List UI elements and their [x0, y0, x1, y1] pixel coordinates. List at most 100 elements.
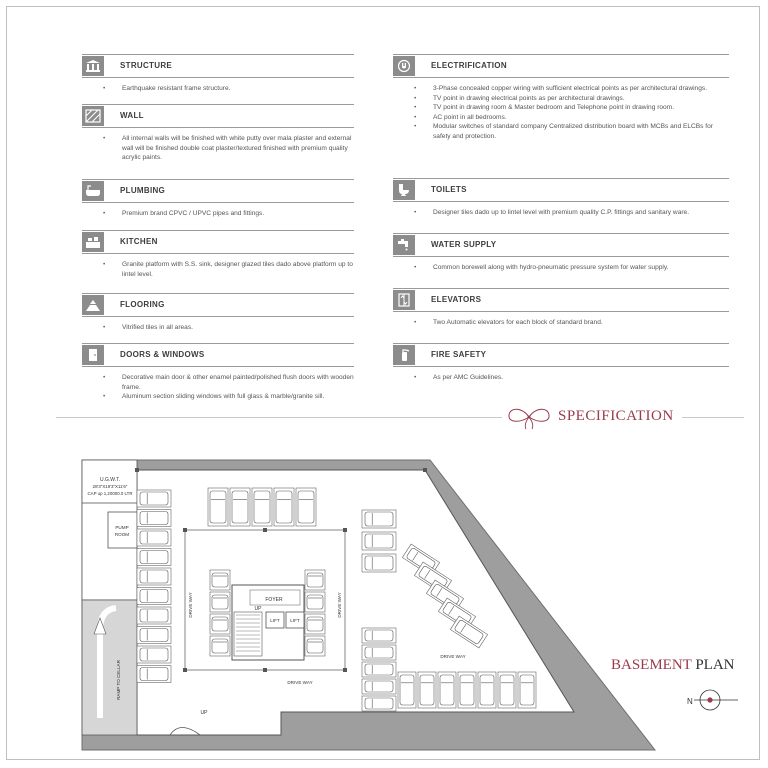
parking-bay: [136, 645, 172, 664]
parking-bay: [437, 671, 457, 709]
spec-item: TV point in drawing electrical points as…: [393, 94, 729, 104]
spec-item: Granite platform with S.S. sink, designe…: [82, 260, 354, 279]
spec-title: ELECTRIFICATION: [431, 61, 507, 70]
spec-structure: STRUCTURE Earthquake resistant frame str…: [82, 54, 354, 94]
plan-title: BASEMENT PLAN: [611, 657, 735, 674]
stair: [233, 611, 263, 657]
parking-bay: [207, 487, 229, 527]
parking-bay: [251, 487, 273, 527]
toilet-icon: [393, 180, 415, 200]
drive-way-bottom-label: DRIVE WAY: [287, 680, 312, 685]
spec-doors-windows: DOORS & WINDOWS Decorative main door & o…: [82, 343, 354, 402]
spec-item: Two Automatic elevators for each block o…: [393, 318, 729, 328]
spec-title: STRUCTURE: [120, 61, 173, 70]
door-icon: [82, 345, 104, 365]
ugwt-capacity: CAP up 1,20000.0 LTR: [88, 491, 133, 496]
parking-bay: [361, 553, 397, 573]
foyer-label: FOYER: [265, 597, 283, 603]
parking-bay: [295, 487, 317, 527]
spec-title: TOILETS: [431, 185, 467, 194]
parking-bay: [136, 567, 172, 586]
divider-left: [56, 417, 502, 418]
spec-electrification: ELECTRIFICATION 3-Phase concealed copper…: [393, 54, 729, 142]
bathtub-icon: [82, 181, 104, 201]
spec-flooring: FLOORING Vitrified tiles in all areas.: [82, 293, 354, 333]
spec-title: FLOORING: [120, 300, 165, 309]
parking-bay: [136, 548, 172, 566]
ramp-to-cellar: [81, 599, 138, 736]
flooring-icon: [82, 295, 104, 315]
parking-bay: [136, 626, 172, 644]
ugwt-tank: [81, 459, 138, 504]
parking-bay: [136, 606, 172, 625]
specification-heading: SPECIFICATION: [558, 408, 674, 424]
wall-icon: [82, 106, 104, 126]
parking-bay: [449, 615, 489, 649]
parking-bay: [229, 487, 251, 527]
spec-item: Designer tiles dado up to lintel level w…: [393, 208, 729, 218]
lift-1: [265, 611, 285, 629]
spec-item: All internal walls will be finished with…: [82, 134, 354, 163]
divider-right: [682, 417, 744, 418]
drive-way-right-label: DRIVE WAY: [440, 654, 465, 659]
north-label: N: [687, 697, 693, 706]
page-frame: [6, 6, 760, 760]
parking-bay: [361, 678, 397, 695]
spec-title: WALL: [120, 111, 144, 120]
lift-label-1: LIFT: [270, 618, 280, 623]
pump-room: [107, 511, 138, 549]
parking-bay: [361, 644, 397, 661]
parking-bay: [457, 671, 477, 709]
fire-extinguisher-icon: [393, 345, 415, 365]
parking-bay: [517, 671, 537, 709]
foyer: [249, 589, 301, 606]
spec-title: PLUMBING: [120, 186, 166, 195]
parking-bay: [304, 635, 326, 657]
spec-water-supply: WATER SUPPLY Common borewell along with …: [393, 233, 729, 273]
faucet-icon: [393, 235, 415, 255]
parking-bay: [304, 613, 326, 635]
lift-label-2: LIFT: [290, 618, 300, 623]
spec-item: 3-Phase concealed copper wiring with suf…: [393, 84, 729, 94]
parking-bay: [304, 591, 326, 613]
spec-kitchen: KITCHEN Granite platform with S.S. sink,…: [82, 230, 354, 279]
pump-room-label-2: ROOM: [115, 532, 129, 537]
spec-plumbing: PLUMBING Premium brand CPVC / UPVC pipes…: [82, 179, 354, 219]
parking-bay: [273, 487, 295, 527]
spec-item: Aluminum section sliding windows with fu…: [82, 392, 354, 402]
plan-title-basement: BASEMENT: [611, 657, 692, 673]
spec-item: Vitrified tiles in all areas.: [82, 323, 354, 333]
parking-bay: [136, 528, 172, 547]
spec-toilets: TOILETS Designer tiles dado up to lintel…: [393, 178, 729, 218]
building-icon: [82, 56, 104, 76]
parking-bay: [136, 665, 172, 683]
elevator-icon: [393, 290, 415, 310]
parking-bay: [209, 591, 231, 613]
electric-plug-icon: [393, 56, 415, 76]
parking-bay: [361, 509, 397, 529]
spec-fire-safety: FIRE SAFETY As per AMC Guidelines.: [393, 343, 729, 383]
ugwt-label: U.G.W.T.: [100, 477, 120, 483]
parking-bay: [136, 509, 172, 527]
ornament-icon: [508, 408, 550, 430]
spec-wall: WALL All internal walls will be finished…: [82, 104, 354, 163]
plan-title-plan: PLAN: [695, 657, 735, 673]
drive-way-mid-label: DRIVE WAY: [337, 592, 342, 617]
spec-title: KITCHEN: [120, 237, 158, 246]
parking-bay: [477, 671, 497, 709]
parking-bay: [417, 671, 437, 709]
parking-bay: [304, 569, 326, 591]
parking-bay: [397, 671, 417, 709]
parking-bay: [361, 695, 397, 712]
stair-up-label: UP: [255, 606, 263, 612]
ramp-label: RAMP TO CELLAR: [116, 659, 121, 700]
pump-room-label: PUMP: [115, 525, 128, 530]
spec-item: Earthquake resistant frame structure.: [82, 84, 354, 94]
spec-title: FIRE SAFETY: [431, 350, 487, 359]
spec-item: TV point in drawing room & Master bedroo…: [393, 103, 729, 113]
parking-bay: [209, 635, 231, 657]
spec-elevators: ELEVATORS Two Automatic elevators for ea…: [393, 288, 729, 328]
parking-bay: [136, 587, 172, 605]
spec-item: As per AMC Guidelines.: [393, 373, 729, 383]
parking-bay: [497, 671, 517, 709]
